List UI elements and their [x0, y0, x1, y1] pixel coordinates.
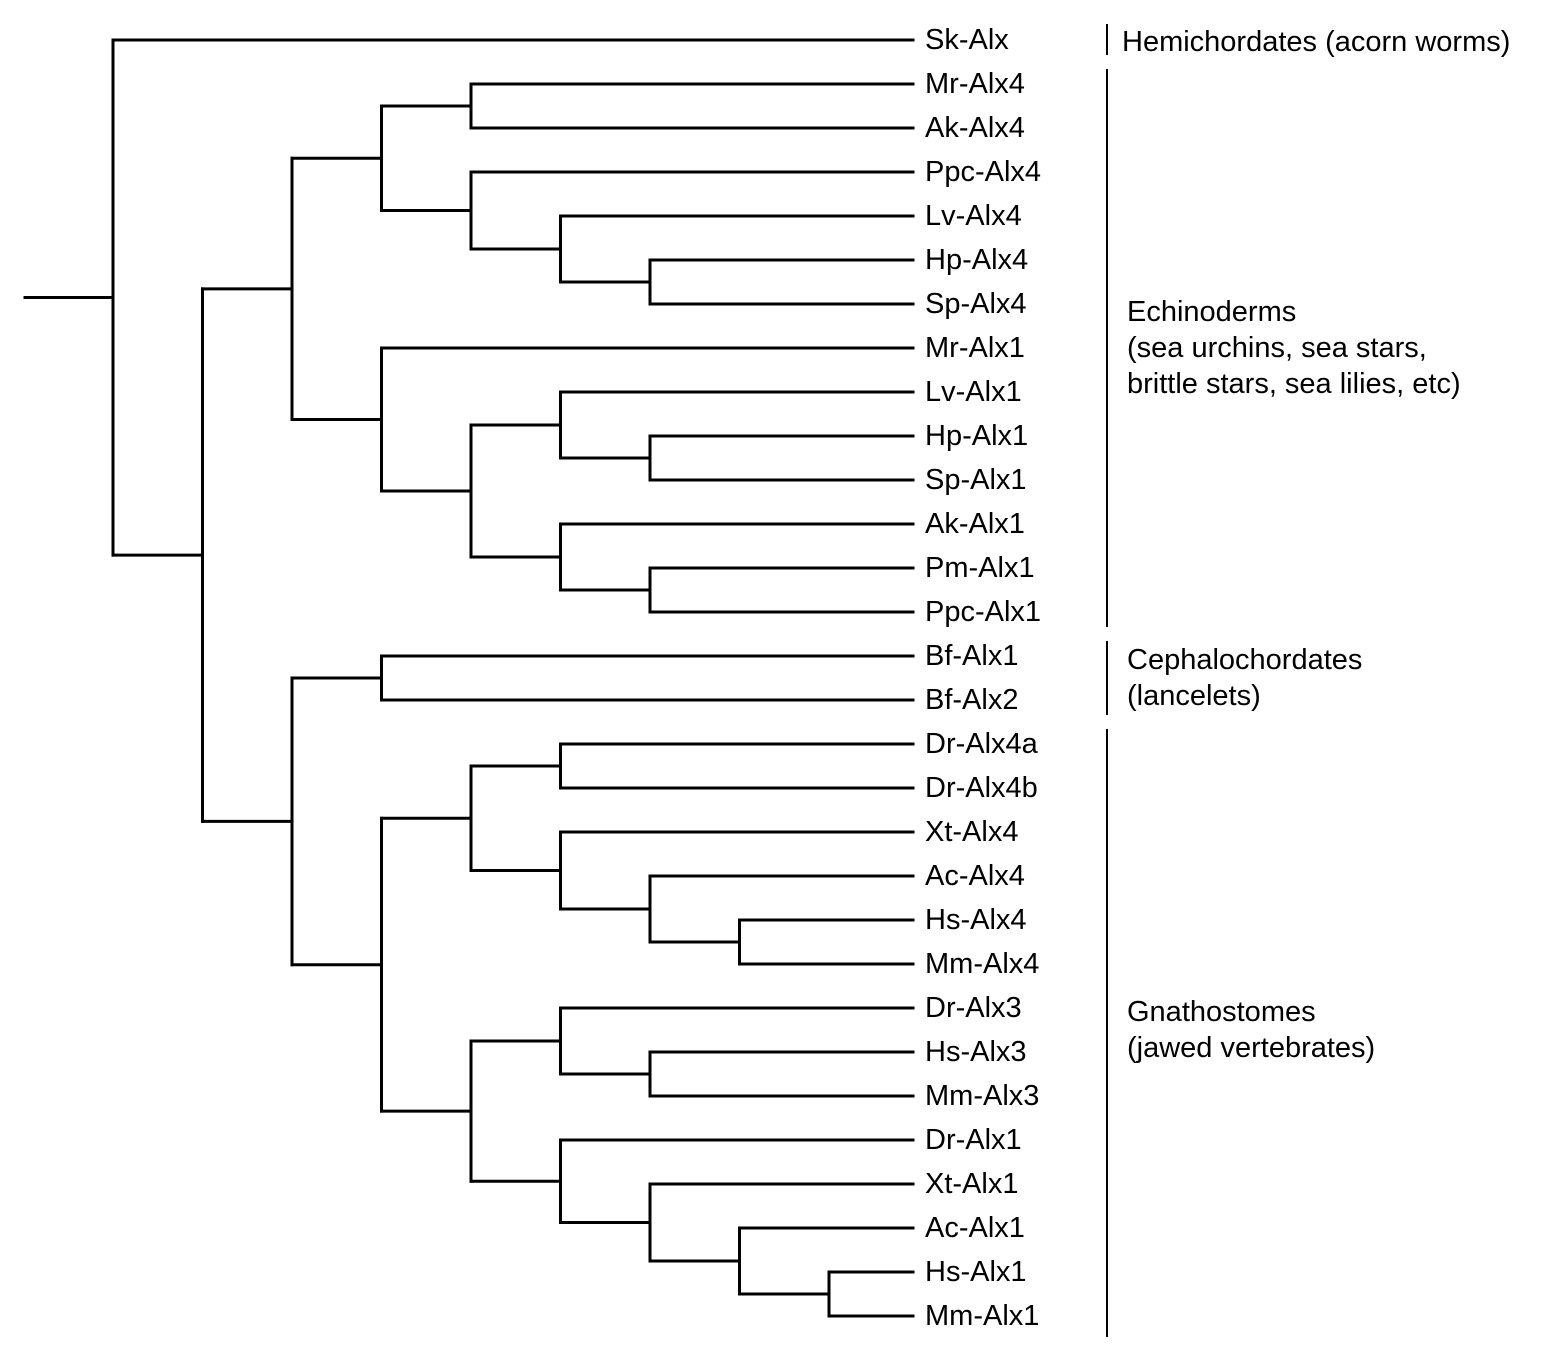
leaf-label: Sk-Alx: [925, 24, 1009, 56]
leaf-label: Hp-Alx4: [925, 244, 1028, 276]
leaf-label: Hp-Alx1: [925, 420, 1028, 452]
leaf-label: Hs-Alx3: [925, 1036, 1027, 1068]
leaf-label: Pm-Alx1: [925, 552, 1035, 584]
leaf-label: Ac-Alx4: [925, 860, 1025, 892]
leaf-label: Hs-Alx4: [925, 904, 1027, 936]
leaf-label: Mm-Alx3: [925, 1080, 1039, 1112]
leaf-label: Sp-Alx1: [925, 464, 1027, 496]
leaf-label: Mr-Alx4: [925, 68, 1025, 100]
group-label: Gnathostomes: [1127, 996, 1316, 1028]
leaf-label: Bf-Alx1: [925, 640, 1018, 672]
leaf-label: Sp-Alx4: [925, 288, 1027, 320]
group-label: (lancelets): [1127, 680, 1261, 712]
leaf-label: Dr-Alx4a: [925, 728, 1039, 760]
leaf-label: Dr-Alx4b: [925, 772, 1038, 804]
tree-branches: [23, 38, 915, 1318]
leaf-label: Lv-Alx4: [925, 200, 1022, 232]
leaf-label: Hs-Alx1: [925, 1256, 1027, 1288]
group-label: Cephalochordates: [1127, 644, 1362, 676]
leaf-labels: Sk-AlxMr-Alx4Ak-Alx4Ppc-Alx4Lv-Alx4Hp-Al…: [925, 24, 1041, 1332]
leaf-label: Dr-Alx3: [925, 992, 1022, 1024]
group-label: brittle stars, sea lilies, etc): [1127, 368, 1461, 400]
leaf-label: Ak-Alx4: [925, 112, 1025, 144]
leaf-label: Ppc-Alx1: [925, 596, 1041, 628]
leaf-label: Ppc-Alx4: [925, 156, 1041, 188]
group-label: (sea urchins, sea stars,: [1127, 332, 1427, 364]
leaf-label: Xt-Alx1: [925, 1168, 1018, 1200]
leaf-label: Dr-Alx1: [925, 1124, 1022, 1156]
leaf-label: Xt-Alx4: [925, 816, 1018, 848]
leaf-label: Mr-Alx1: [925, 332, 1025, 364]
leaf-label: Ak-Alx1: [925, 508, 1025, 540]
leaf-label: Mm-Alx1: [925, 1300, 1039, 1332]
group-label: Echinoderms: [1127, 296, 1296, 328]
leaf-label: Bf-Alx2: [925, 684, 1018, 716]
group-label: (jawed vertebrates): [1127, 1032, 1375, 1064]
leaf-label: Lv-Alx1: [925, 376, 1022, 408]
group-labels: Hemichordates (acorn worms) Echinoderms (s…: [1122, 26, 1510, 1064]
leaf-label: Mm-Alx4: [925, 948, 1039, 980]
leaf-label: Ac-Alx1: [925, 1212, 1025, 1244]
group-label: Hemichordates (acorn worms): [1122, 26, 1510, 58]
